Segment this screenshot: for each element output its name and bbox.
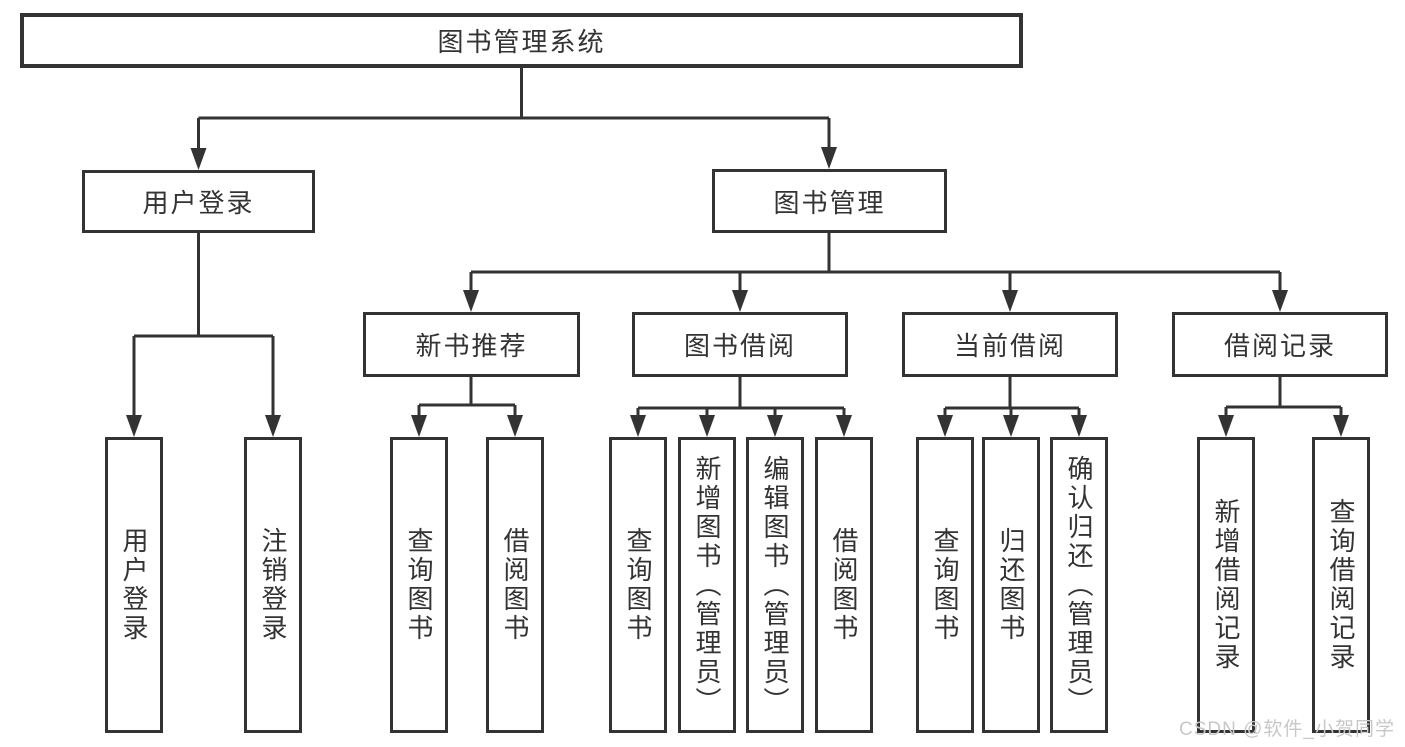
- leaf-logout-login: 注销登录: [244, 437, 302, 733]
- leaf-edit-books-admin-label: 编辑图书（管理员）: [760, 454, 790, 716]
- leaf-borrow-books-recommend-label: 借阅图书: [500, 527, 530, 643]
- leaf-borrow-books: 借阅图书: [815, 437, 873, 733]
- node-current-borrow-label: 当前借阅: [953, 331, 1066, 361]
- leaf-confirm-return-admin: 确认归还（管理员）: [1050, 437, 1108, 733]
- node-book-management: 图书管理: [712, 169, 947, 233]
- node-book-borrow-label: 图书借阅: [683, 331, 796, 361]
- leaf-borrow-books-recommend: 借阅图书: [486, 437, 544, 733]
- leaf-user-login-label: 用户登录: [119, 527, 149, 643]
- leaf-logout-login-label: 注销登录: [258, 527, 288, 643]
- leaf-borrow-books-label: 借阅图书: [829, 527, 859, 643]
- leaf-query-books-recommend: 查询图书: [390, 437, 448, 733]
- leaf-edit-books-admin: 编辑图书（管理员）: [746, 437, 804, 733]
- leaf-query-borrow-record-label: 查询借阅记录: [1326, 498, 1356, 672]
- leaf-add-books-admin-label: 新增图书（管理员）: [692, 454, 722, 716]
- leaf-query-books-recommend-label: 查询图书: [404, 527, 434, 643]
- leaf-query-books-current: 查询图书: [916, 437, 974, 733]
- node-root-label: 图书管理系统: [437, 27, 606, 57]
- node-new-book-recommend-label: 新书推荐: [415, 331, 528, 361]
- leaf-add-books-admin: 新增图书（管理员）: [678, 437, 736, 733]
- node-new-book-recommend: 新书推荐: [363, 312, 580, 377]
- leaf-add-borrow-record: 新增借阅记录: [1197, 437, 1255, 733]
- csdn-watermark: CSDN @软件_小贺同学: [1179, 719, 1395, 740]
- leaf-user-login: 用户登录: [105, 437, 163, 733]
- node-root: 图书管理系统: [20, 13, 1023, 68]
- leaf-confirm-return-admin-label: 确认归还（管理员）: [1064, 454, 1094, 716]
- leaf-return-books-label: 归还图书: [996, 527, 1026, 643]
- leaf-return-books: 归还图书: [982, 437, 1040, 733]
- leaf-query-borrow-record: 查询借阅记录: [1312, 437, 1370, 733]
- node-borrow-records: 借阅记录: [1172, 312, 1388, 377]
- leaf-query-books-current-label: 查询图书: [930, 527, 960, 643]
- leaf-query-books-borrow-label: 查询图书: [623, 527, 653, 643]
- leaf-add-borrow-record-label: 新增借阅记录: [1211, 498, 1241, 672]
- leaf-query-books-borrow: 查询图书: [609, 437, 667, 733]
- node-user-login-label: 用户登录: [142, 188, 255, 218]
- node-user-login: 用户登录: [82, 170, 315, 233]
- arrowheads: [126, 147, 1349, 437]
- node-borrow-records-label: 借阅记录: [1223, 331, 1336, 361]
- node-book-management-label: 图书管理: [773, 187, 886, 218]
- node-current-borrow: 当前借阅: [902, 312, 1118, 377]
- node-book-borrow: 图书借阅: [632, 312, 848, 377]
